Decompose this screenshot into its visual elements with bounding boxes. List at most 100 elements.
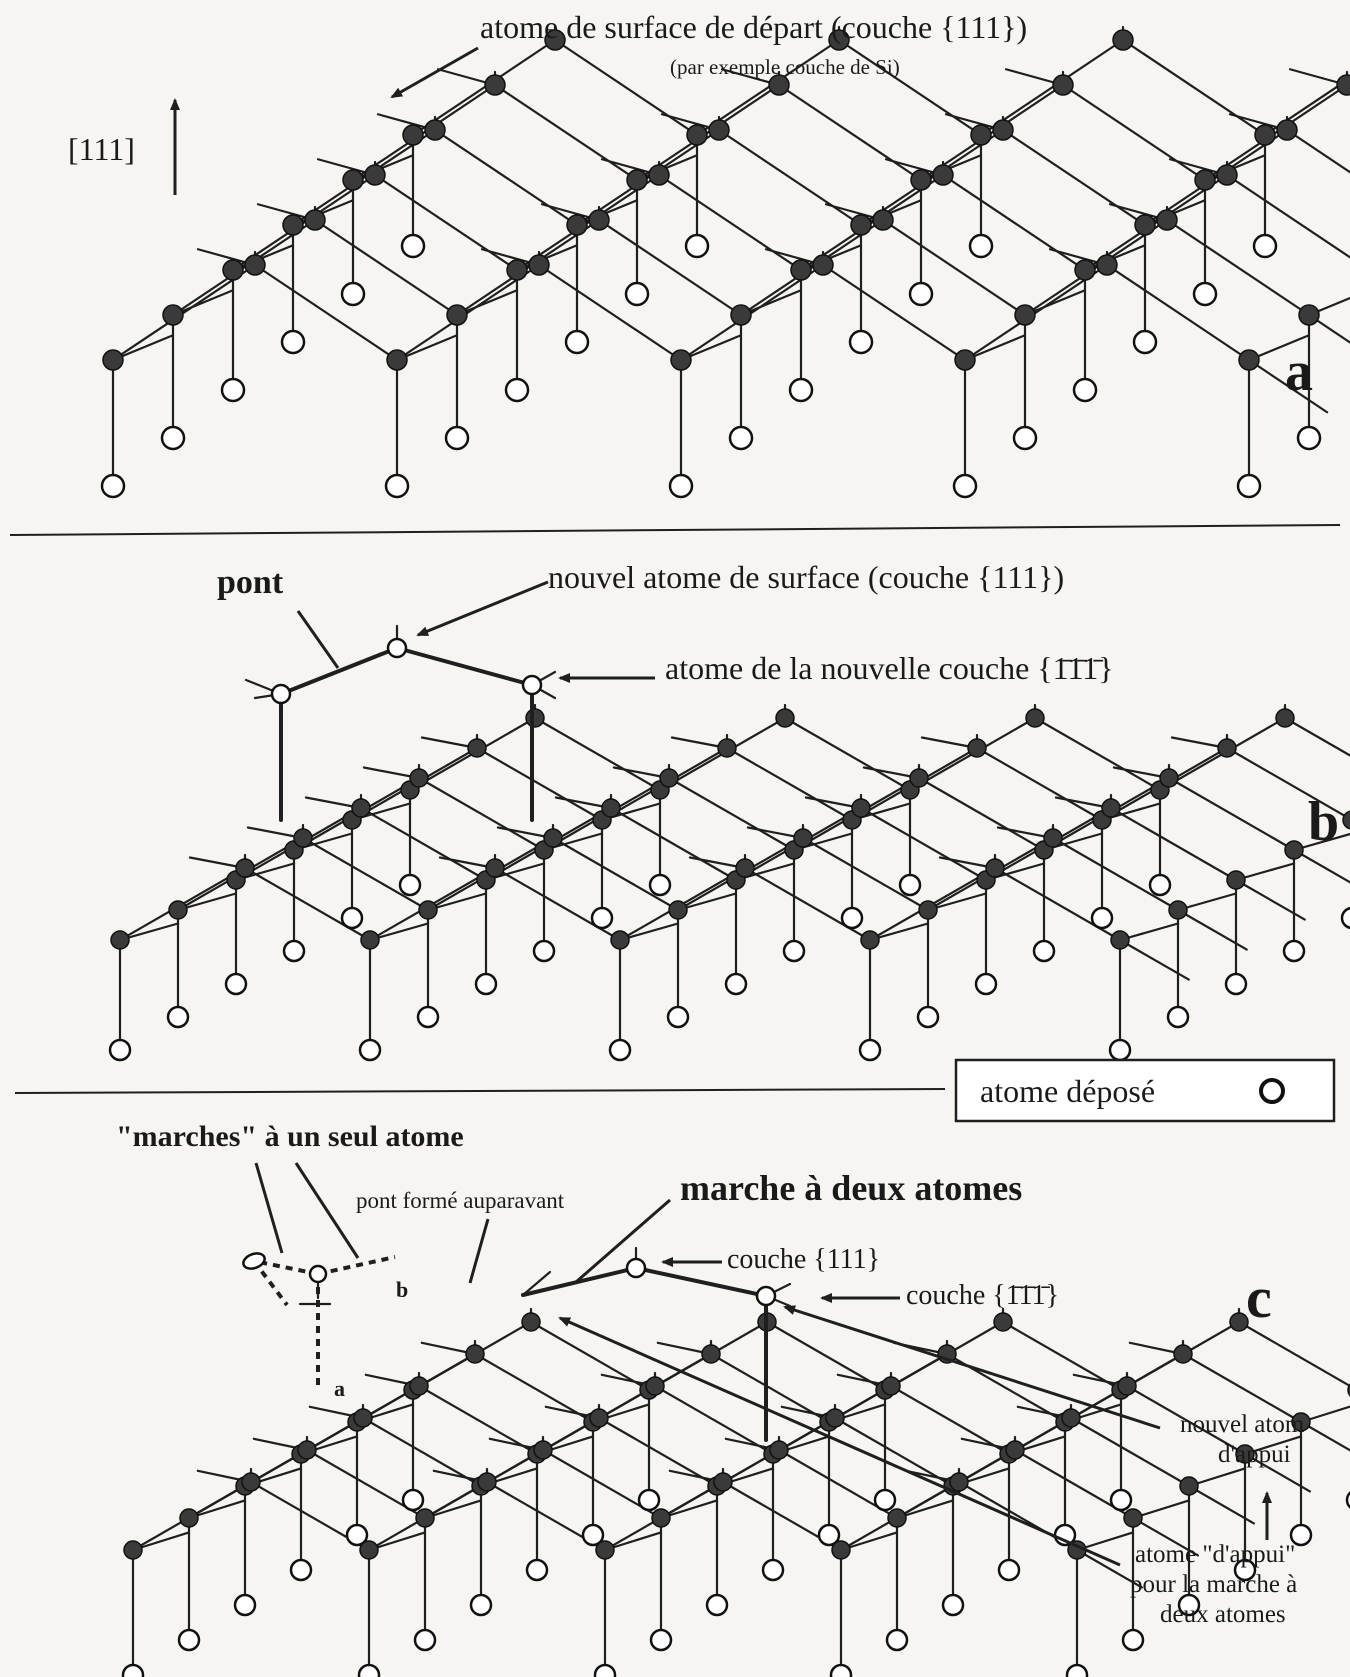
- open-atom: [1121, 1628, 1145, 1652]
- open-atom: [788, 377, 814, 403]
- open-atom: [608, 1038, 632, 1062]
- open-atom: [416, 1005, 440, 1029]
- lattice-atom: [918, 900, 938, 920]
- lattice-atom: [484, 74, 506, 96]
- lattice-atom: [123, 1540, 143, 1560]
- start-atom-sublabel: (par exemple couche de Si): [670, 55, 900, 79]
- lattice-atom: [402, 124, 424, 146]
- bond: [1083, 173, 1229, 272]
- lattice-atom: [351, 798, 371, 818]
- bond: [657, 173, 803, 272]
- bond: [111, 334, 175, 362]
- bond: [1203, 154, 1267, 182]
- bond: [253, 263, 399, 362]
- open-atom: [1252, 233, 1278, 259]
- panel-c-deposit: [242, 1246, 792, 1442]
- bond: [597, 1416, 719, 1488]
- open-atom: [280, 329, 306, 355]
- bond: [653, 1384, 775, 1456]
- support-atom-arrow: [558, 1316, 1121, 1567]
- bond: [1247, 334, 1311, 362]
- open-atom: [1233, 1558, 1257, 1582]
- new-layer-atom-label: atome de la nouvelle couche {1̄1̄1̄}: [665, 650, 1114, 686]
- bond: [659, 1499, 719, 1520]
- bond: [1307, 313, 1350, 344]
- open-atom: [1224, 972, 1248, 996]
- lattice-atom: [244, 254, 266, 276]
- bond: [313, 218, 459, 317]
- bond: [919, 83, 1065, 182]
- bond: [635, 154, 699, 182]
- lattice-atom: [769, 1440, 789, 1460]
- open-atom: [858, 1038, 882, 1062]
- bond: [609, 806, 738, 882]
- bond: [417, 1384, 539, 1456]
- bond: [1109, 806, 1238, 882]
- lattice-atom: [1159, 768, 1179, 788]
- open-atom: [504, 377, 530, 403]
- lattice-atom: [775, 708, 795, 728]
- bond: [895, 1499, 955, 1520]
- lattice-atom: [235, 858, 255, 878]
- open-atom: [761, 1558, 785, 1582]
- previous-bridge-label: pont formé auparavant: [356, 1188, 565, 1213]
- deposited-atom: [386, 637, 408, 659]
- open-atom: [916, 1005, 940, 1029]
- new-support-atom-line1: nouvel atom: [1180, 1411, 1305, 1438]
- open-atom: [1177, 1593, 1201, 1617]
- lattice-atom: [179, 1508, 199, 1528]
- lattice-atom: [648, 164, 670, 186]
- open-atom: [1282, 939, 1306, 963]
- bond: [1285, 128, 1350, 174]
- lattice-atom: [790, 259, 812, 281]
- lattice-atom: [1291, 1412, 1311, 1432]
- bond: [1023, 289, 1087, 317]
- open-atom: [1065, 1663, 1089, 1677]
- bond: [1243, 1435, 1303, 1456]
- panel-c-annotations: "marches" à un seul atome pont formé aup…: [116, 1120, 1305, 1628]
- bond: [1075, 1531, 1135, 1552]
- lattice-atom: [1217, 738, 1237, 758]
- lattice-atom: [477, 1472, 497, 1492]
- lattice-atom: [1229, 1312, 1249, 1332]
- lattice-atom: [686, 124, 708, 146]
- deposited-atom: [308, 1264, 328, 1284]
- open-atom: [840, 906, 864, 930]
- step-bond: [521, 1266, 638, 1297]
- bond: [979, 38, 1125, 137]
- open-atom: [525, 1558, 549, 1582]
- lattice-atom: [353, 1408, 373, 1428]
- lattice-atom: [626, 169, 648, 191]
- bond: [411, 38, 557, 137]
- lattice-atom: [645, 1376, 665, 1396]
- open-atom: [941, 1593, 965, 1617]
- lattice-atom: [1074, 259, 1096, 281]
- open-atom: [829, 1663, 853, 1677]
- open-atom: [782, 939, 806, 963]
- bond: [1083, 244, 1147, 272]
- panel-b-deposit: [244, 624, 557, 822]
- bond: [717, 128, 863, 227]
- open-atom: [724, 972, 748, 996]
- lattice-atom: [297, 1440, 317, 1460]
- open-atom: [340, 906, 364, 930]
- bond: [1105, 263, 1251, 362]
- support-atom-line3: deux atomes: [1160, 1601, 1286, 1628]
- deposited-atom: [270, 683, 292, 705]
- open-circle-icon: [1259, 1078, 1285, 1104]
- open-atom: [593, 1663, 617, 1677]
- lattice-atom: [668, 900, 688, 920]
- atom-group: [108, 708, 1350, 1062]
- bond: [1299, 1420, 1350, 1452]
- bond: [777, 83, 923, 182]
- bond: [455, 289, 519, 317]
- bond: [1069, 1416, 1191, 1488]
- open-atom: [233, 1593, 257, 1617]
- open-atom: [624, 281, 650, 307]
- open-atom: [1108, 1038, 1132, 1062]
- lattice-atom: [360, 930, 380, 950]
- bond: [475, 746, 604, 822]
- bond: [1023, 218, 1169, 317]
- bond: [455, 218, 601, 317]
- bond: [291, 128, 437, 227]
